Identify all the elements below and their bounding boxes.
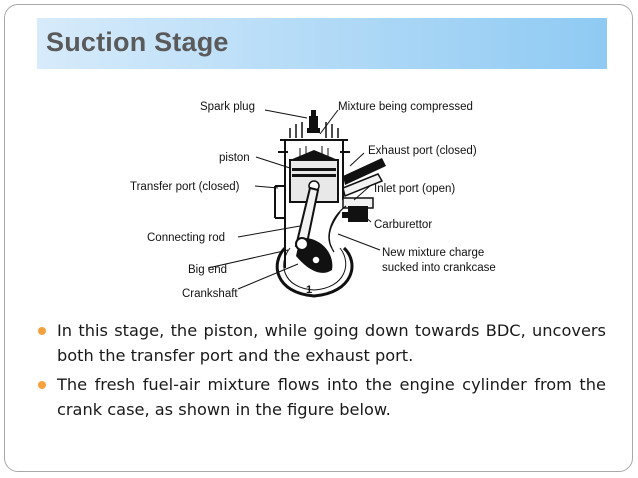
spark-plug <box>307 110 320 133</box>
bullet-dot <box>38 327 46 335</box>
bullet-item: The fresh fuel-air mixture flows into th… <box>36 372 606 422</box>
compressed-mixture-arrows <box>299 146 329 158</box>
cylinder-block <box>274 139 350 268</box>
inlet-port-and-carburettor <box>342 197 374 222</box>
bullet-text: In this stage, the piston, while going d… <box>57 321 606 365</box>
flow-arrows <box>328 205 347 253</box>
label-new-mixture-1: New mixture charge <box>382 247 484 259</box>
title-bar: Suction Stage <box>37 18 607 69</box>
bullet-item: In this stage, the piston, while going d… <box>36 318 606 368</box>
bullet-text: The fresh fuel-air mixture flows into th… <box>57 375 606 419</box>
bullet-dot <box>38 381 46 389</box>
crankcase <box>275 237 354 298</box>
cylinder-head-fins <box>289 122 339 138</box>
label-spark-plug: Spark plug <box>200 101 255 113</box>
label-inlet-port: Inlet port (open) <box>374 183 455 195</box>
engine-diagram: Spark plug Mixture being compressed pist… <box>130 101 496 300</box>
label-connecting-rod: Connecting rod <box>147 232 225 244</box>
slide-title: Suction Stage <box>46 27 229 57</box>
label-big-end: Big end <box>188 264 227 276</box>
label-new-mixture-2: sucked into crankcase <box>382 262 496 274</box>
label-piston: piston <box>219 152 250 164</box>
slide-frame <box>4 4 633 472</box>
label-crankshaft: Crankshaft <box>182 288 238 300</box>
figure-number: 1 <box>306 284 312 296</box>
label-carburettor: Carburettor <box>374 219 432 231</box>
bullet-list: In this stage, the piston, while going d… <box>36 318 606 426</box>
exhaust-port <box>342 158 386 198</box>
label-transfer-port: Transfer port (closed) <box>130 181 240 193</box>
label-mixture-compressed: Mixture being compressed <box>338 101 473 113</box>
label-exhaust-port: Exhaust port (closed) <box>368 145 477 157</box>
leader-lines <box>207 109 381 290</box>
